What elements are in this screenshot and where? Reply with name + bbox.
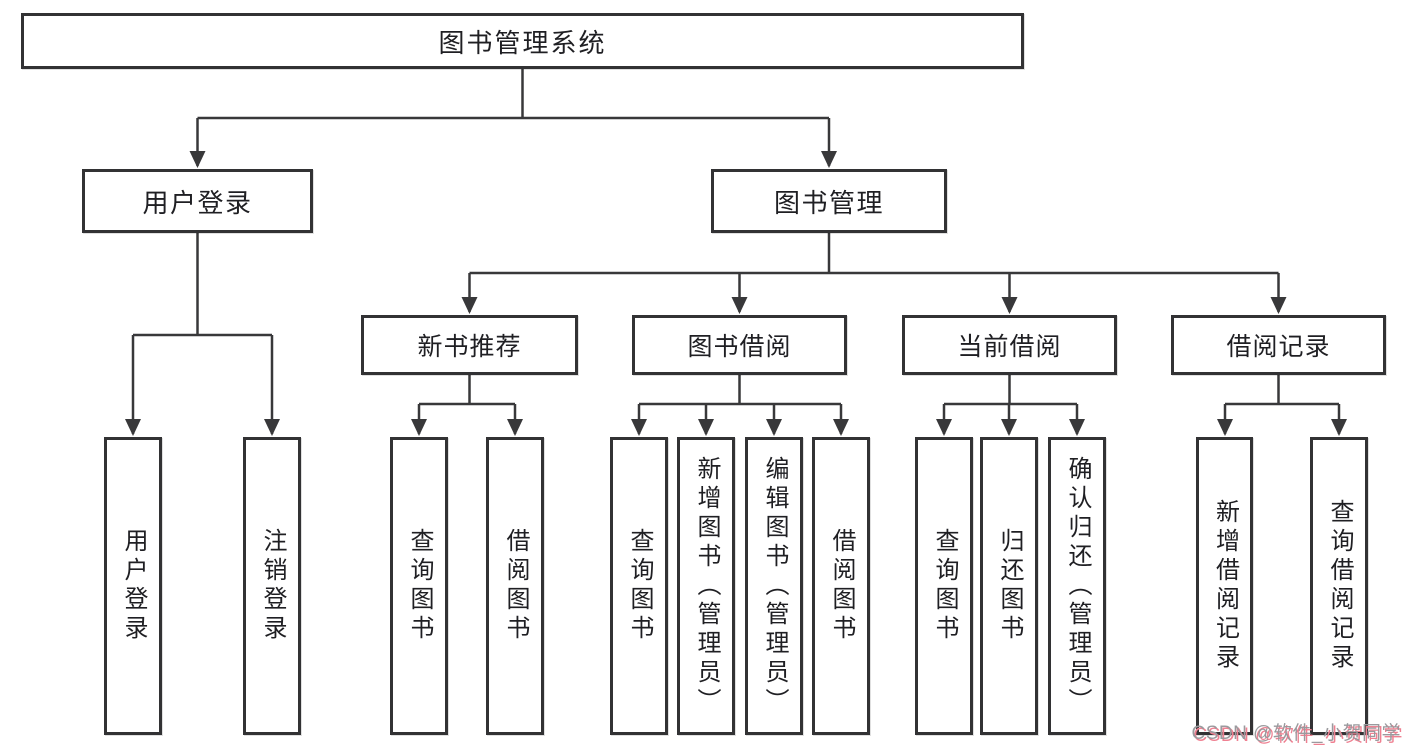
node-label: 图书借阅	[687, 333, 792, 361]
leaf-label: 编辑图书（管理员）	[761, 455, 788, 717]
node-current-borrow: 当前借阅	[902, 315, 1117, 375]
leaf-label: 用户登录	[120, 528, 147, 644]
leaf-query-books-recommend: 查询图书	[390, 437, 448, 735]
leaf-label: 查询借阅记录	[1326, 499, 1353, 673]
leaf-label: 查询图书	[406, 528, 433, 644]
leaf-label: 新增借阅记录	[1211, 499, 1239, 673]
leaf-return-book: 归还图书	[980, 437, 1038, 735]
leaf-query-books-current: 查询图书	[915, 437, 973, 735]
leaf-confirm-return-admin: 确认归还（管理员）	[1048, 437, 1106, 735]
node-new-book-recommend: 新书推荐	[361, 315, 578, 375]
leaf-label: 注销登录	[259, 528, 286, 644]
node-label: 图书管理	[773, 187, 884, 218]
leaf-query-borrow-record: 查询借阅记录	[1310, 437, 1368, 735]
node-label: 新书推荐	[417, 333, 522, 361]
leaf-borrow-books-recommend: 借阅图书	[486, 437, 544, 735]
leaf-borrow-books: 借阅图书	[812, 437, 870, 735]
node-borrow-records: 借阅记录	[1171, 315, 1386, 375]
node-label: 用户登录	[142, 187, 253, 218]
leaf-add-borrow-record: 新增借阅记录	[1196, 437, 1253, 735]
leaf-query-books-borrow: 查询图书	[610, 437, 668, 735]
csdn-watermark: CSDN @软件_小贺同学	[1191, 723, 1401, 744]
node-root: 图书管理系统	[21, 13, 1024, 69]
leaf-user-login: 用户登录	[104, 437, 162, 735]
leaf-label: 查询图书	[626, 528, 653, 644]
leaf-add-book-admin: 新增图书（管理员）	[677, 437, 735, 735]
node-user-login-branch: 用户登录	[82, 169, 313, 233]
leaf-label: 借阅图书	[502, 528, 529, 644]
leaf-label: 新增图书（管理员）	[693, 455, 720, 717]
node-label: 当前借阅	[957, 333, 1062, 361]
leaf-label: 借阅图书	[828, 528, 855, 644]
leaf-label: 查询图书	[931, 528, 958, 644]
node-book-borrow: 图书借阅	[632, 315, 847, 375]
connector-trunks	[133, 69, 1339, 406]
node-label: 借阅记录	[1226, 333, 1331, 361]
leaf-edit-book-admin: 编辑图书（管理员）	[745, 437, 803, 735]
leaf-label: 归还图书	[996, 528, 1023, 644]
leaf-label: 确认归还（管理员）	[1064, 455, 1091, 717]
leaf-logout: 注销登录	[243, 437, 301, 735]
node-root-label: 图书管理系统	[438, 27, 607, 58]
node-book-management: 图书管理	[711, 169, 947, 233]
